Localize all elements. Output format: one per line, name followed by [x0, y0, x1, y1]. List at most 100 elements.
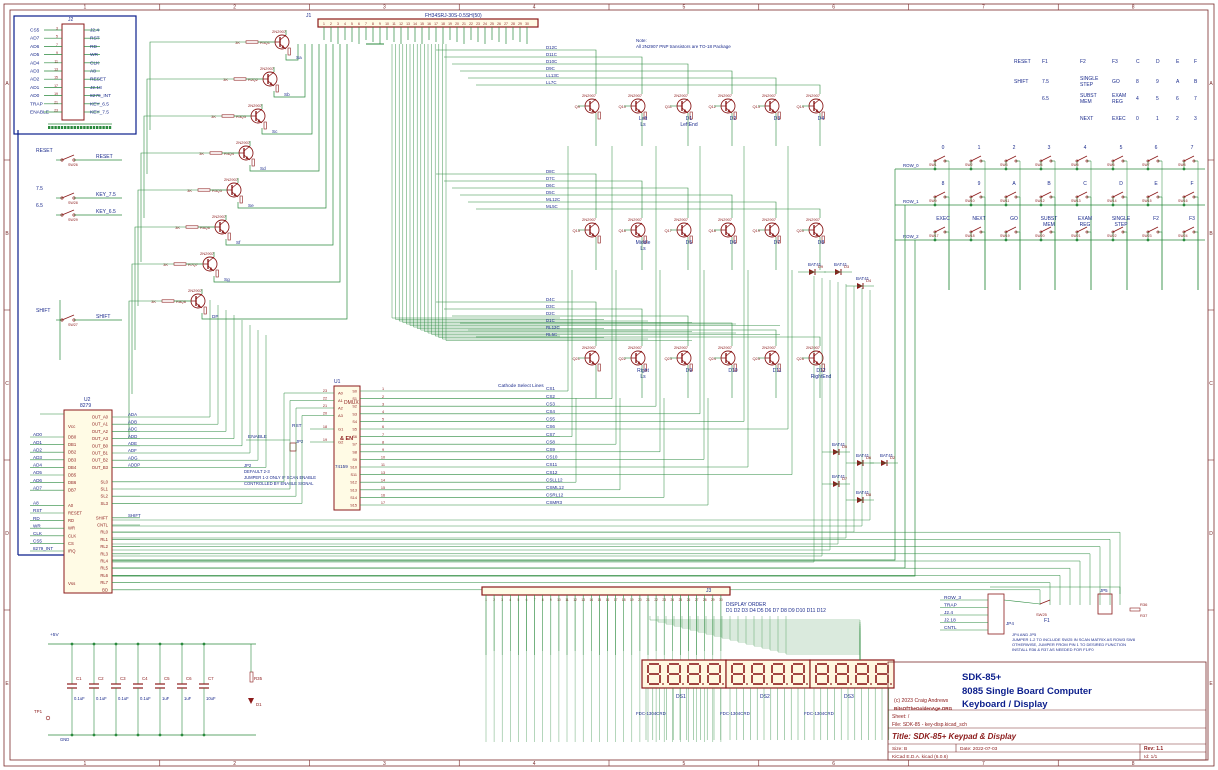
jp4-net: ROW_3 [944, 595, 961, 601]
u1-out-name: S5 [352, 428, 357, 432]
transistor-ref: Q22 [618, 356, 626, 361]
cap-ref: C1 [76, 676, 82, 681]
digit-net-wire [460, 70, 733, 94]
u2-vss: Vss [68, 581, 76, 586]
j2-ground-pin [86, 126, 89, 129]
transistor-part: 2N2907 [628, 345, 643, 350]
transistor-collector [769, 222, 777, 229]
title-name: SDK-85+ [962, 672, 1002, 683]
transistor-collector [681, 222, 689, 229]
key-ref: SW14 [1107, 199, 1117, 203]
u2-right-pin: SL1 [101, 487, 109, 492]
u1-in-num: 22 [323, 397, 327, 401]
legend-key: 2 [1176, 116, 1179, 122]
junction-dot [114, 642, 118, 646]
switch-contact [60, 318, 64, 322]
digit-net: ML5C [546, 204, 558, 209]
r36 [1129, 607, 1141, 612]
segment-net: DP [212, 314, 218, 319]
key-label: 4 [1084, 145, 1087, 151]
left-switch-net: KEY_7.5 [96, 192, 116, 198]
transistor-ref: Q10 [618, 104, 626, 109]
j1-pin-num: 8 [372, 22, 374, 26]
segment-net: Sa [296, 55, 302, 60]
j3-ref: J3 [706, 588, 712, 594]
cathode-route [560, 398, 709, 506]
u1-out-num: 11 [381, 463, 385, 467]
u2-seg-route [140, 325, 251, 454]
transistor-arrow [683, 233, 687, 237]
u1-out-name: S4 [352, 420, 357, 424]
j2-right-net: KEY_6.5 [90, 101, 109, 107]
key-ref: SW19 [1000, 234, 1010, 238]
u1-out-name: S6 [352, 435, 357, 439]
key-lever [1040, 226, 1052, 233]
u2-left-pin: WR [68, 526, 75, 531]
cap-ref: C7 [208, 676, 214, 681]
key-lever [1005, 155, 1017, 162]
frame-row-label-left: C [5, 381, 9, 387]
j1-pin-num: 23 [476, 22, 480, 26]
transistor-arrow [727, 361, 731, 365]
u1-out-name: S13 [350, 488, 357, 492]
u1-g-num: 19 [323, 438, 327, 442]
j2-right-net: A8 [90, 69, 96, 75]
u1-out-name: S14 [350, 496, 357, 500]
legend-key: C [1136, 59, 1140, 65]
transistor-ref: Q18 [708, 228, 716, 233]
transistor-arrow [815, 109, 819, 113]
transistor-resistor [203, 306, 207, 315]
display-part: FDC-1304CRD [636, 711, 666, 716]
bus-route [424, 44, 692, 332]
u2-return-route [140, 589, 1041, 605]
left-switch-label: 6.5 [36, 203, 43, 209]
junction-dot [136, 642, 140, 646]
row-junction [933, 203, 937, 207]
digit-net: ML12C [546, 197, 560, 202]
transistor-ref: Q11 [665, 104, 673, 109]
diode-part: BAT41 [856, 276, 870, 281]
transistor-arrow [221, 230, 225, 234]
digit-net: LL7C [546, 80, 557, 85]
frame-col-label-top: 8 [1132, 5, 1135, 11]
sw25-lever [1039, 599, 1051, 605]
segment-wire [201, 44, 348, 320]
transistor-resistor [777, 235, 781, 244]
base-drive-wire [140, 152, 210, 262]
transistor-resistor [597, 363, 601, 372]
switch-lever [61, 192, 75, 199]
title-sheet: Sheet: / [892, 714, 910, 720]
segment-wire [249, 44, 320, 172]
frame-col-label-bottom: 5 [682, 761, 685, 767]
row-junction [1004, 167, 1008, 171]
u1-out-num: 17 [381, 501, 385, 505]
u2-right-pin: RL0 [100, 530, 108, 535]
key-lever [1076, 226, 1088, 233]
cathode-net: CSMR3 [546, 500, 563, 505]
j1-pin-num: 17 [434, 22, 438, 26]
digit-label: D2 [730, 116, 737, 122]
u2-left-net: AD3 [33, 455, 42, 460]
legend-key: 1 [1156, 116, 1159, 122]
transistor-ref: Q7 [193, 262, 199, 267]
u1-g-num: 18 [323, 425, 327, 429]
u2-seg-route [140, 315, 235, 439]
decimal-point [870, 683, 872, 685]
transistor-part: 2N2907 [260, 66, 275, 71]
bus-route [395, 44, 604, 320]
base-resistor-val: 3K [163, 262, 168, 267]
transistor-collector [725, 98, 733, 105]
row-junction [1111, 203, 1115, 207]
transistor-resistor [643, 111, 647, 120]
jp4-body [987, 593, 1005, 635]
transistor-part: 2N2907 [582, 345, 597, 350]
digit-label: Right [637, 368, 649, 374]
bus-route [431, 44, 780, 335]
frame-row-label-left: D [5, 531, 9, 537]
u2-8279: U28279VccVssDB0AD0DB1AD1DB2AD2DB3AD3DB4A… [30, 300, 1121, 605]
digit-net: D3C [546, 304, 555, 309]
seven-seg-digit [751, 663, 768, 685]
u2-left-pin: DB4 [68, 465, 77, 470]
junction-dot [202, 642, 206, 646]
j2-pin-num: 23 [54, 109, 58, 113]
